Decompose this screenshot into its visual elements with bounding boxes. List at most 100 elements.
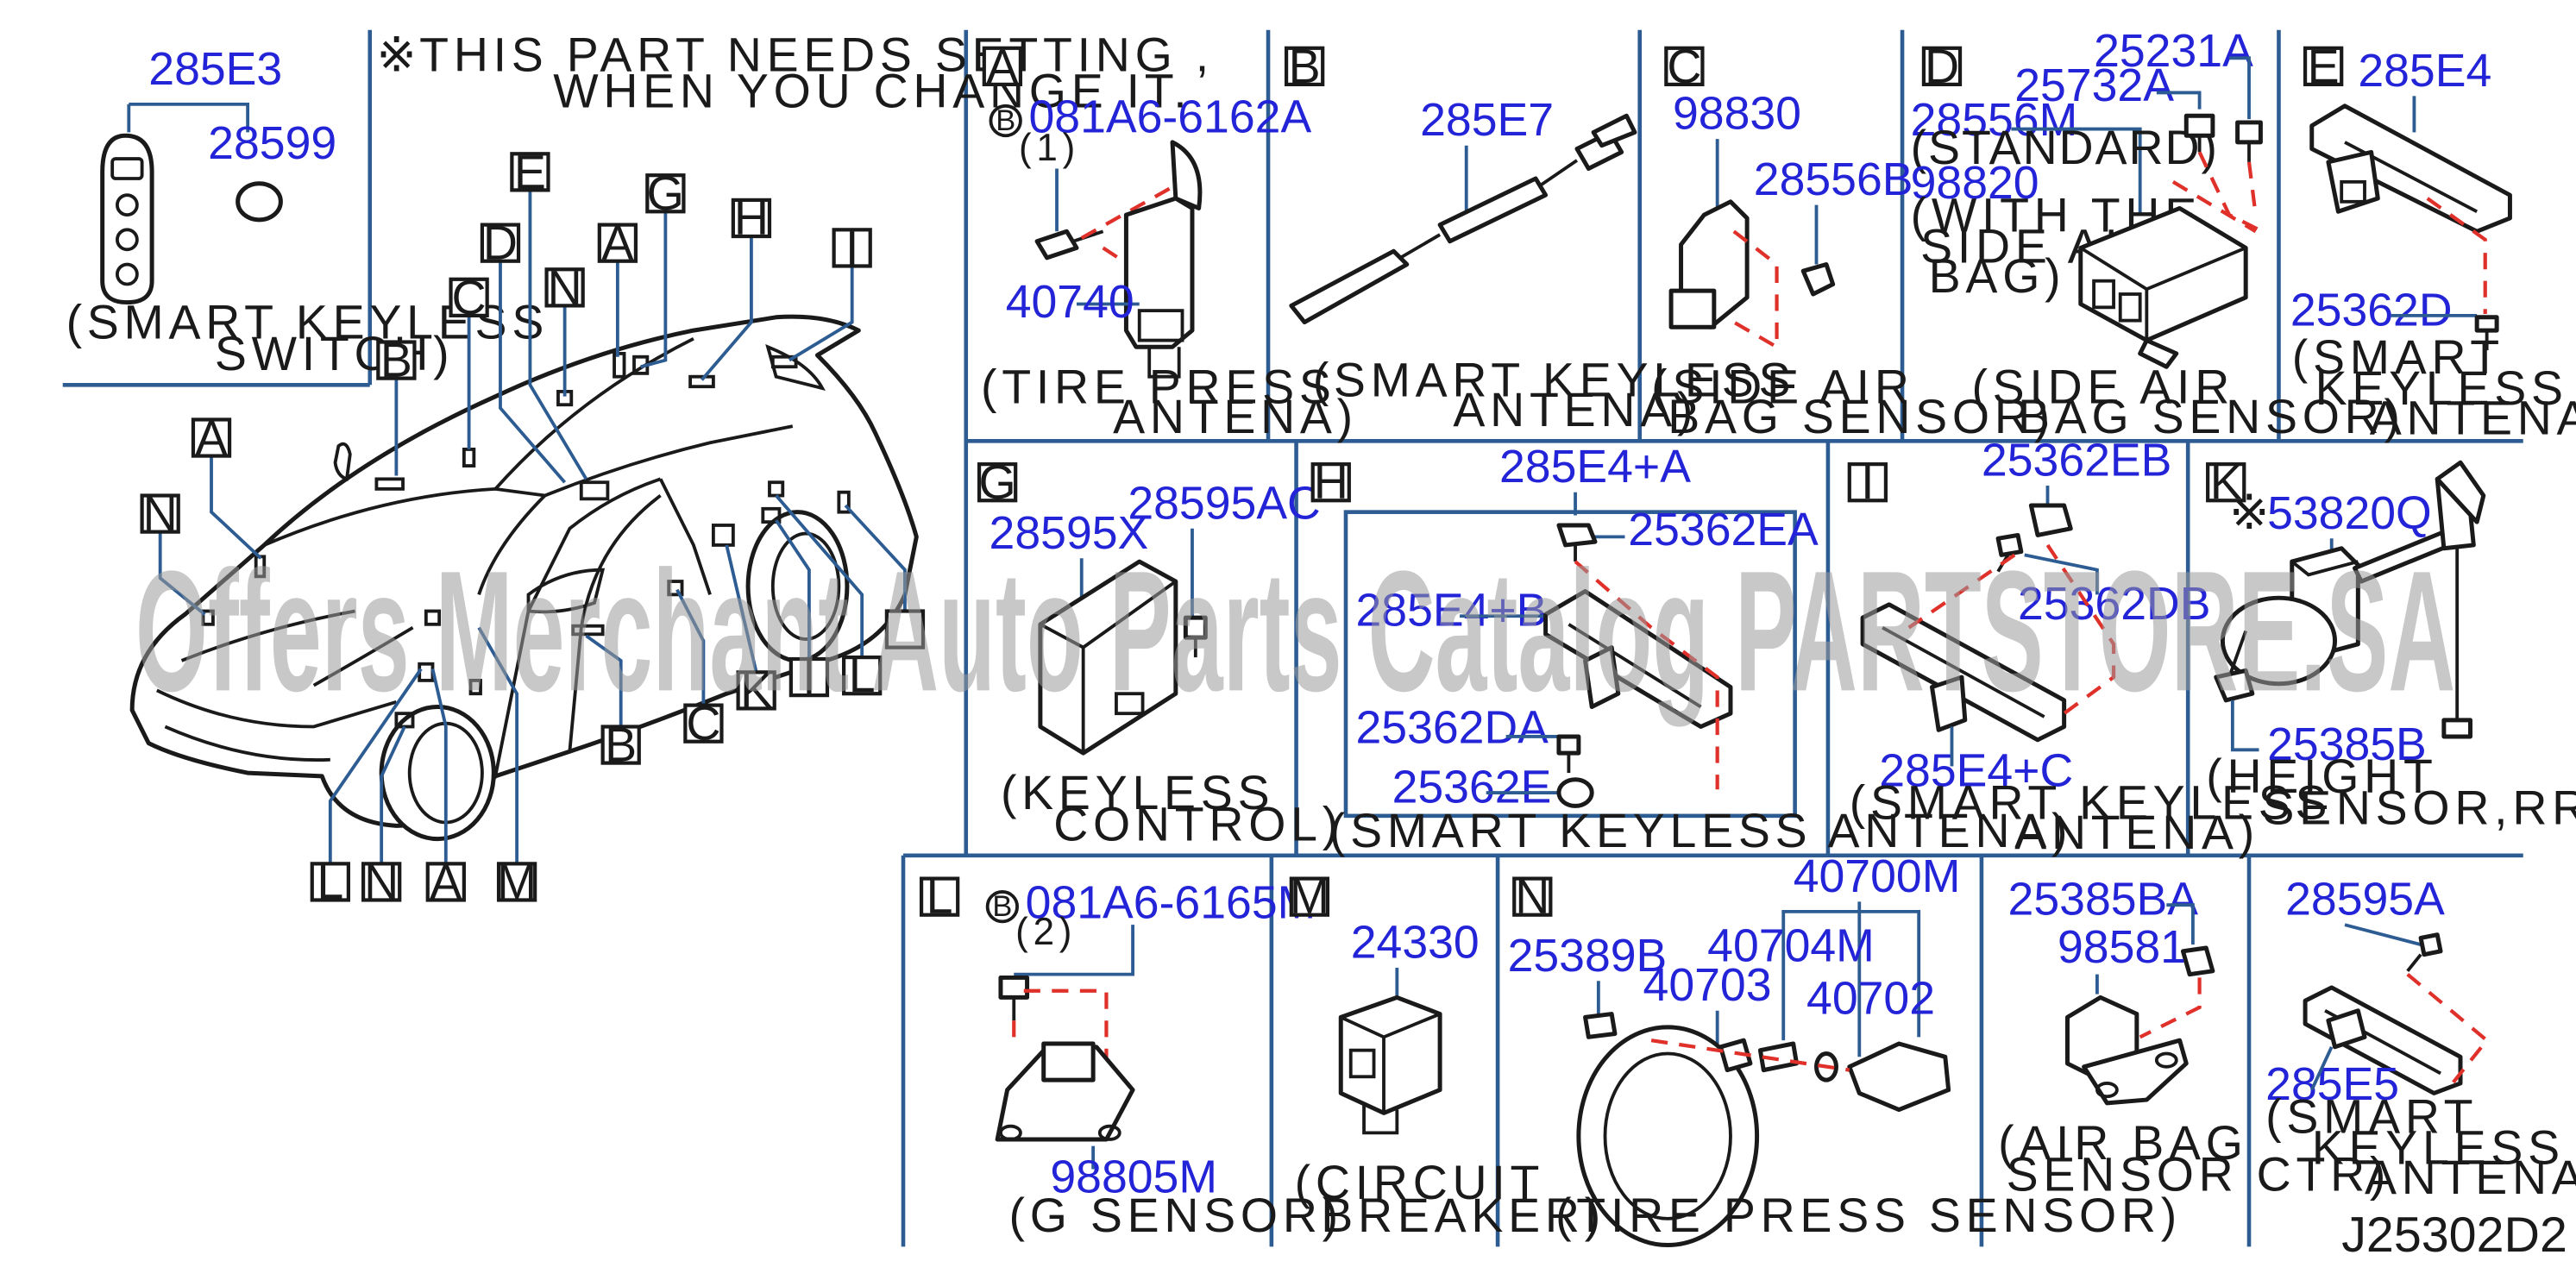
285e5-caption-2: KEYLESS xyxy=(2312,1121,2565,1175)
part-285E5[interactable]: 285E5 xyxy=(2265,1058,2399,1110)
part-28556B[interactable]: 28556B xyxy=(1754,154,1913,205)
panel-G-caption-2: CONTROL) xyxy=(1053,798,1343,851)
part-081A6-6162A[interactable]: 081A6-6162A xyxy=(1028,91,1311,142)
part-28595AC[interactable]: 28595AC xyxy=(1128,477,1320,529)
panel-E-caption-1: (SMART xyxy=(2292,330,2504,384)
part-28595A[interactable]: 28595A xyxy=(2285,874,2445,925)
svg-text:A: A xyxy=(601,216,633,270)
part-98830[interactable]: 98830 xyxy=(1673,88,1801,140)
panel-L-letter[interactable]: L xyxy=(919,870,960,924)
part-25362DB[interactable]: 25362DB xyxy=(2018,578,2210,630)
wheel-rim xyxy=(1576,1025,1760,1248)
panel-D-caption-1: (SIDE AIR xyxy=(1971,360,2234,413)
car-callout-leaders xyxy=(158,190,907,864)
part-40704M[interactable]: 40704M xyxy=(1707,919,1875,971)
panel-E-letter[interactable]: E xyxy=(2303,40,2344,93)
part-25362E[interactable]: 25362E xyxy=(1392,762,1552,813)
switch-caption-line2: SWITCH) xyxy=(215,327,455,380)
part-285E4+B[interactable]: 285E4+B xyxy=(1355,585,1547,637)
setting-note: ※ THIS PART NEEDS SETTING , WHEN YOU CHA… xyxy=(376,28,1209,118)
note-line2: WHEN YOU CHANGE IT. xyxy=(553,65,1191,118)
part-40700M[interactable]: 40700M xyxy=(1794,850,1961,902)
callout-C-door[interactable]: C xyxy=(683,697,724,750)
airbag-ctr-caption-1: (AIR BAG xyxy=(1998,1116,2248,1170)
part-98581[interactable]: 98581 xyxy=(2058,921,2186,973)
panel-airbag-ctr: 25385BA 98581 (AIR BAG SENSOR CTR) xyxy=(1998,874,2385,1202)
part-25362EA[interactable]: 25362EA xyxy=(1628,504,1819,555)
panel-E-caption-2: KEYLESS xyxy=(2315,361,2568,415)
part-98820[interactable]: 98820 xyxy=(1911,157,2039,209)
part-53820Q[interactable]: 53820Q xyxy=(2267,487,2432,539)
callout-A-bottom[interactable]: A xyxy=(425,855,466,908)
callout-G[interactable]: G xyxy=(645,166,686,220)
part-25362DA[interactable]: 25362DA xyxy=(1355,702,1549,754)
part-40702[interactable]: 40702 xyxy=(1806,973,1935,1025)
part-25732A[interactable]: 25732A xyxy=(2014,60,2174,111)
part-25231A[interactable]: 25231A xyxy=(2094,25,2253,77)
svg-text:A: A xyxy=(986,40,1018,93)
part-285E4+A[interactable]: 285E4+A xyxy=(1499,441,1691,493)
callout-A-front[interactable]: A xyxy=(191,411,232,465)
callout-L-bottom[interactable]: L xyxy=(310,855,350,908)
part-285E3[interactable]: 285E3 xyxy=(148,43,282,95)
part-40703[interactable]: 40703 xyxy=(1643,959,1772,1011)
panel-E: E 285E4 25362D (SMART KEYLESS ANTENA) xyxy=(2290,40,2576,445)
panel-N-letter[interactable]: N xyxy=(1512,870,1553,924)
svg-text:L: L xyxy=(927,870,953,924)
part-40740[interactable]: 40740 xyxy=(1006,276,1134,328)
smart-keyless-antenna-b xyxy=(1289,248,1410,325)
panel-M-letter[interactable]: M xyxy=(1289,870,1330,924)
panel-B-letter[interactable]: B xyxy=(1284,40,1325,93)
callout-N-roof[interactable]: N xyxy=(544,260,585,314)
callout-I-roof[interactable]: I xyxy=(832,221,872,274)
callout-I-rear[interactable]: I xyxy=(789,650,830,704)
panel-C-letter[interactable]: C xyxy=(1664,40,1705,93)
part-28599[interactable]: 28599 xyxy=(208,117,336,169)
callout-N-bottom[interactable]: N xyxy=(361,855,402,908)
part-25362EB[interactable]: 25362EB xyxy=(1982,435,2171,486)
panel-A-letter[interactable]: A xyxy=(982,40,1023,93)
panel-N-caption: (TIRE PRESS SENSOR) xyxy=(1555,1189,2182,1242)
part-25385B[interactable]: 25385B xyxy=(2267,718,2427,770)
panel-B: B 285E7 (SMART KEYLESS ANTENA) xyxy=(1284,40,1790,436)
panel-H-caption: (SMART KEYLESS ANTENA) xyxy=(1329,804,2072,857)
part-285E4+C[interactable]: 285E4+C xyxy=(1879,744,2073,796)
part-28595X[interactable]: 28595X xyxy=(990,507,1149,559)
callout-L-blank[interactable] xyxy=(884,609,926,649)
callout-B-door[interactable]: B xyxy=(600,718,641,772)
part-25385BA[interactable]: 25385BA xyxy=(2008,874,2199,925)
callout-M[interactable]: M xyxy=(496,855,537,908)
part-285E4[interactable]: 285E4 xyxy=(2358,45,2491,97)
part-24330[interactable]: 24330 xyxy=(1351,916,1480,968)
285e5-caption-3: ANTENA) xyxy=(2365,1151,2576,1204)
panel-H-letter[interactable]: H xyxy=(1310,455,1351,509)
part-25389B[interactable]: 25389B xyxy=(1508,930,1668,982)
callout-L-rear[interactable]: L xyxy=(842,649,883,702)
svg-text:M: M xyxy=(497,855,537,908)
panel-I-letter[interactable]: I xyxy=(1847,455,1888,509)
callout-E[interactable]: E xyxy=(510,145,550,198)
callout-C-front[interactable]: C xyxy=(449,271,489,324)
svg-text:I: I xyxy=(845,221,858,274)
panel-B-caption-2: ANTENA) xyxy=(1453,383,1698,436)
panel-K-letter[interactable]: K xyxy=(2206,455,2246,509)
callout-H[interactable]: H xyxy=(731,191,772,245)
panel-C-caption-2: BAG SENSOR) xyxy=(1668,390,2055,443)
285e5-caption-1: (SMART xyxy=(2265,1089,2478,1143)
part-28556M[interactable]: 28556M xyxy=(1911,94,2078,146)
coin-battery xyxy=(236,181,283,223)
panel-D-caption-2: BAG SENSOR) xyxy=(2018,390,2405,443)
panel-G-letter[interactable]: G xyxy=(977,455,1018,509)
callout-A-roof[interactable]: A xyxy=(597,216,638,270)
callout-D[interactable]: D xyxy=(480,216,521,270)
car-body xyxy=(129,314,919,828)
smart-key-fob xyxy=(100,133,154,305)
callout-K[interactable]: K xyxy=(736,663,776,717)
callout-N-front[interactable]: N xyxy=(140,487,180,541)
part-081A6-6165M[interactable]: 081A6-6165M xyxy=(1026,877,1316,929)
callout-B-front[interactable]: B xyxy=(376,334,417,387)
panel-D-letter[interactable]: D xyxy=(1921,40,1963,93)
part-98805M[interactable]: 98805M xyxy=(1050,1151,1217,1202)
part-25362D[interactable]: 25362D xyxy=(2290,284,2453,336)
part-285E7[interactable]: 285E7 xyxy=(1420,94,1554,146)
